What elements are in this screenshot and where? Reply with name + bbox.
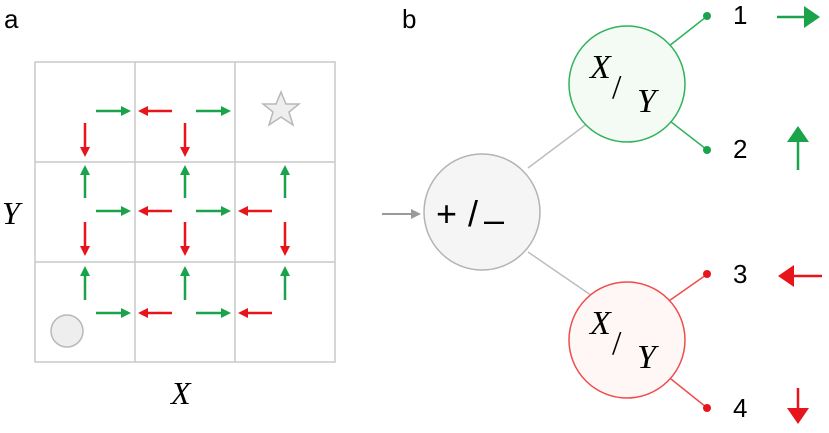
goal-star-icon xyxy=(260,90,302,127)
output-dot-1 xyxy=(703,12,711,20)
panel-b-label: b xyxy=(402,4,416,34)
output-arrow-right-icon xyxy=(777,6,820,28)
axis-x-label: X xyxy=(169,375,192,411)
output-arrow-up-icon xyxy=(787,126,809,170)
output-dot-4 xyxy=(703,404,711,412)
edge-top-out2 xyxy=(665,117,707,150)
root-plus: + xyxy=(436,193,457,234)
bottom-node: X / Y xyxy=(568,281,686,399)
output-dot-2 xyxy=(703,146,711,154)
edge-root-bottom xyxy=(527,251,599,301)
top-node-slash: / xyxy=(612,69,622,106)
axis-y-label: Y xyxy=(2,195,23,231)
output-arrow-down-icon xyxy=(787,388,809,424)
root-slash: / xyxy=(468,193,478,234)
root-node: + / – xyxy=(423,153,541,271)
output-number-1: 1 xyxy=(733,0,747,30)
top-node-num: X xyxy=(588,49,612,86)
bottom-node-den: Y xyxy=(637,339,659,376)
output-number-3: 3 xyxy=(733,259,747,289)
output-number-2: 2 xyxy=(733,134,747,164)
edge-top-out1 xyxy=(663,16,707,51)
top-node: X / Y xyxy=(568,25,686,143)
top-node-den: Y xyxy=(637,83,659,120)
grid-arrows xyxy=(80,106,290,318)
panel-a-label: a xyxy=(4,4,19,34)
grid-world xyxy=(34,61,336,363)
edge-root-top xyxy=(527,119,593,169)
edge-bottom-out4 xyxy=(665,374,707,408)
output-arrow-left-icon xyxy=(778,265,822,287)
edge-bottom-out3 xyxy=(665,274,707,304)
output-number-4: 4 xyxy=(733,393,747,423)
output-dot-3 xyxy=(703,270,711,278)
start-circle-icon xyxy=(50,314,84,348)
bottom-node-num: X xyxy=(588,305,612,342)
bottom-node-slash: / xyxy=(612,325,622,362)
root-minus: – xyxy=(484,199,504,240)
